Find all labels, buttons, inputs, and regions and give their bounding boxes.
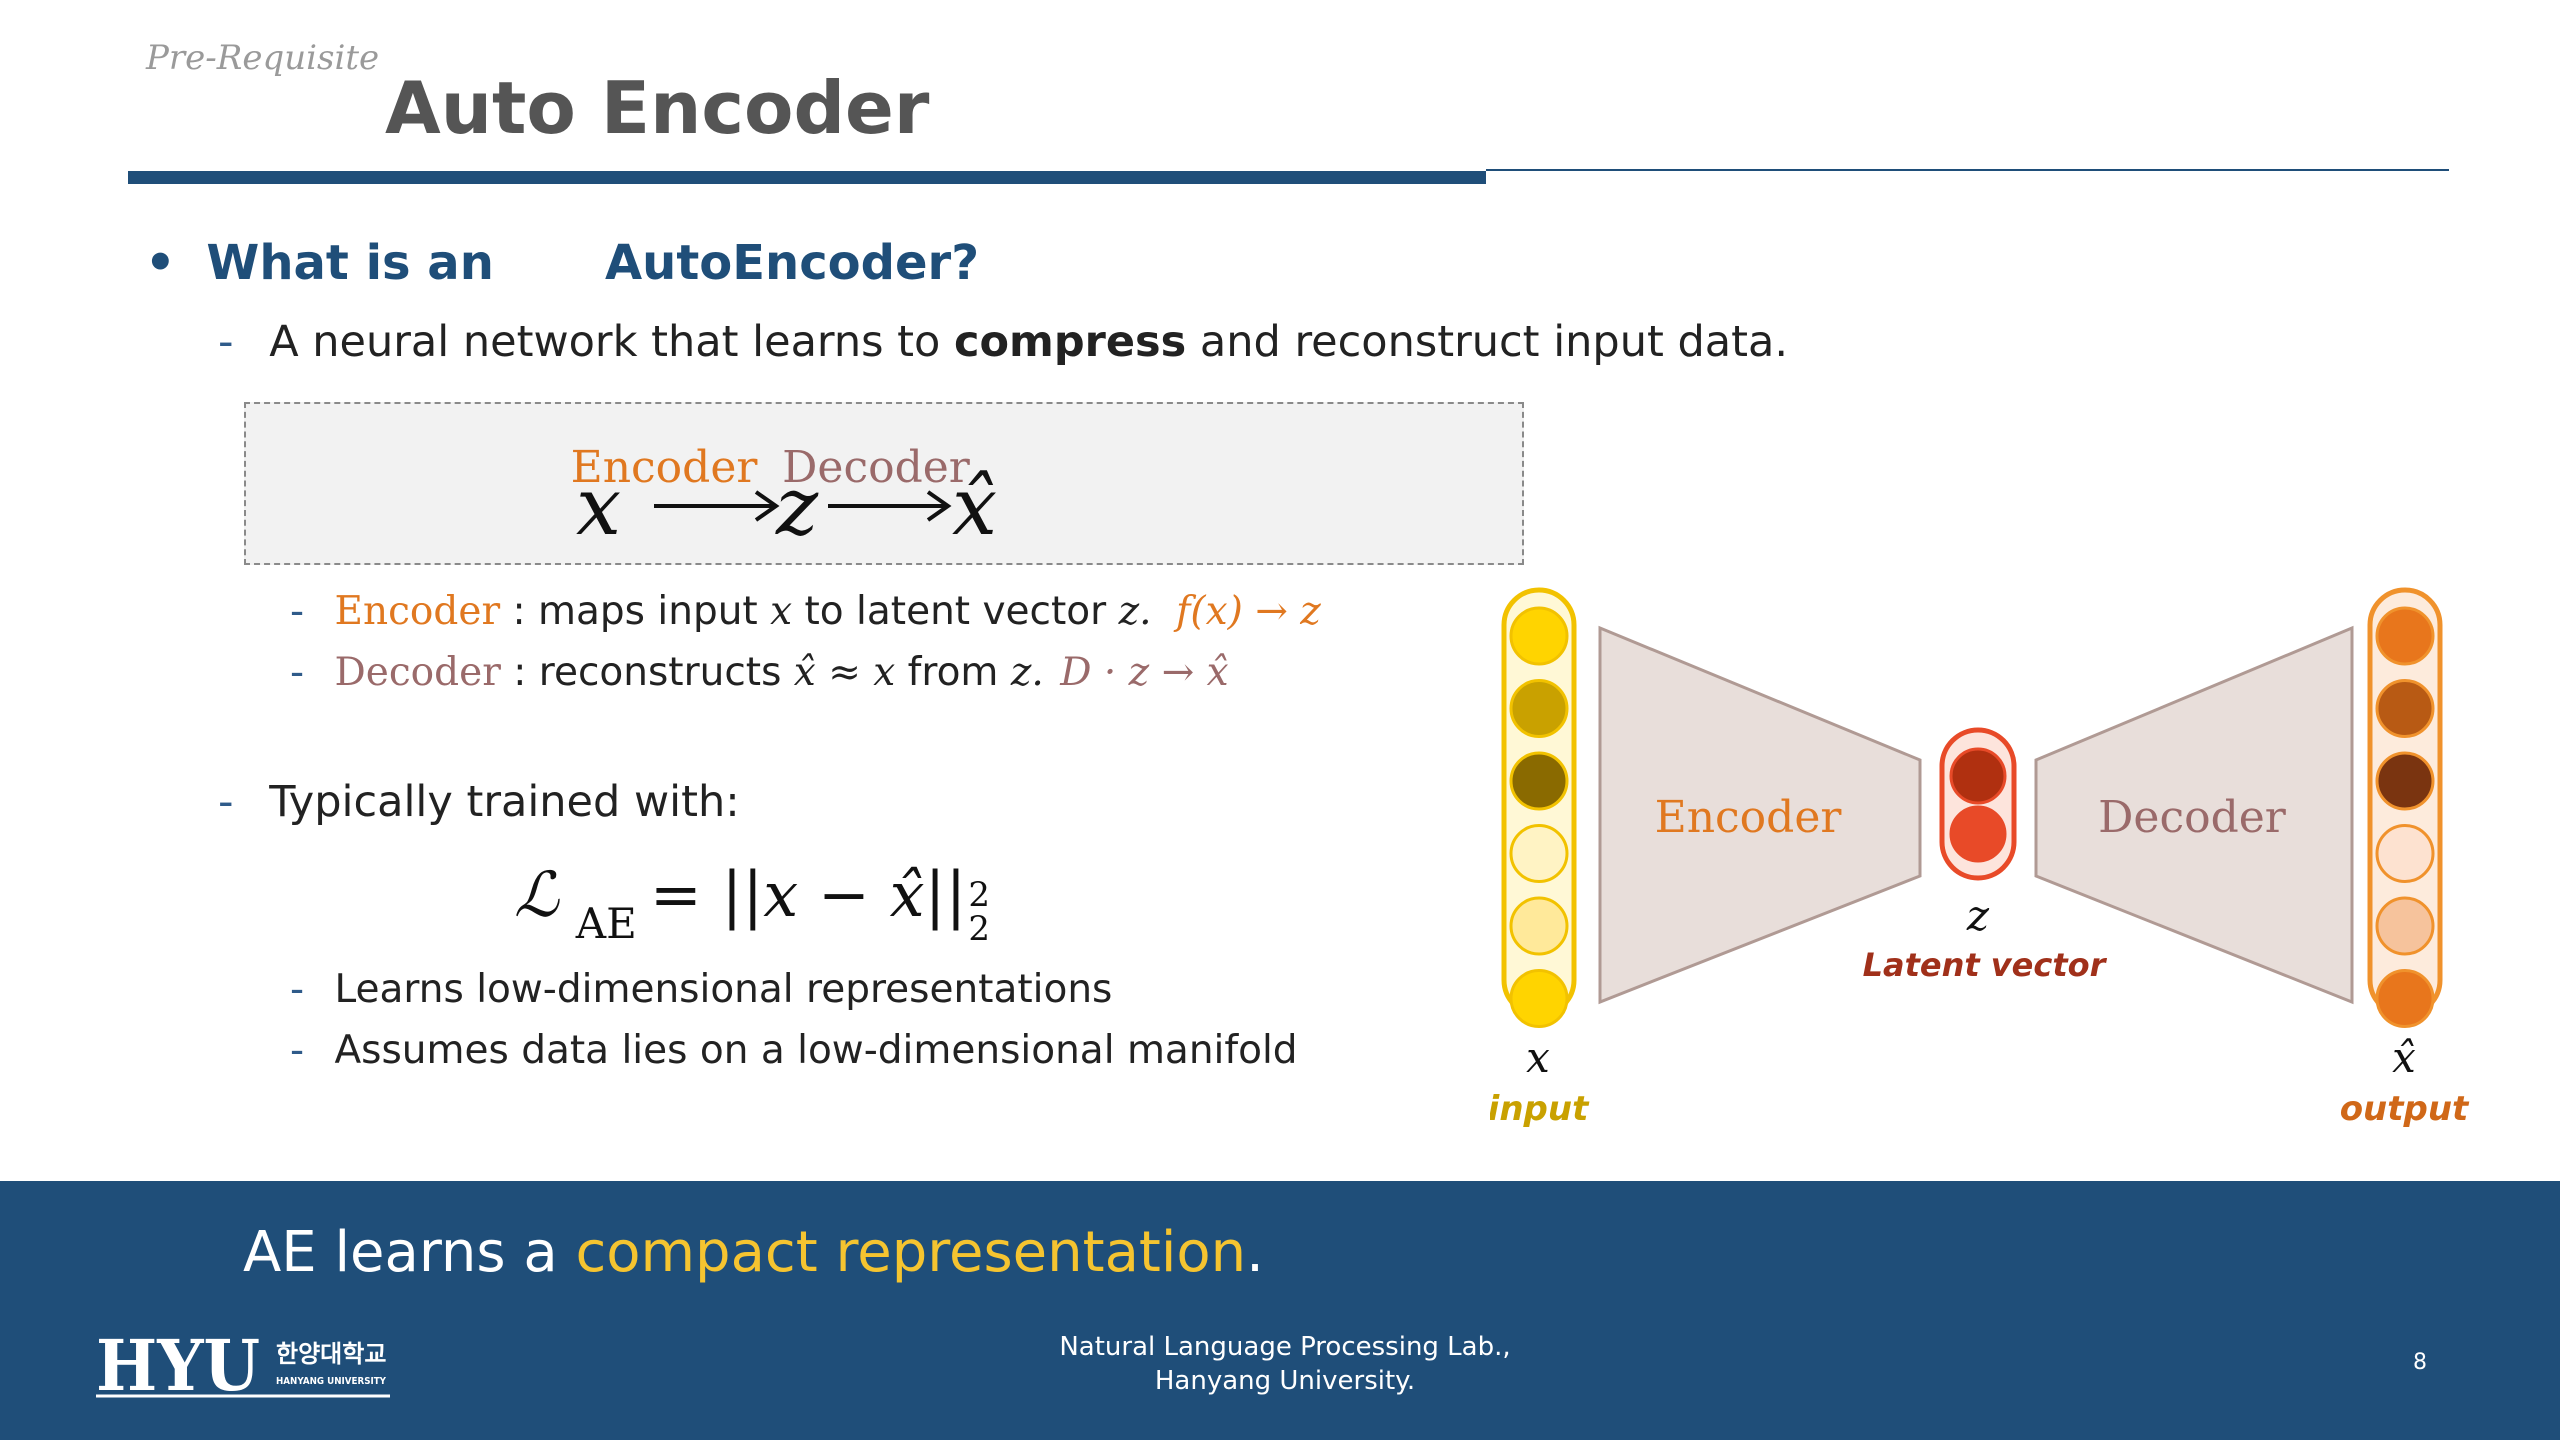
tagline-suffix: . [1246, 1220, 1264, 1285]
decoder-var-xhat: x̂ ≈ x [793, 650, 896, 695]
decoder-text: : reconstructs [500, 650, 794, 695]
tagline: AE learns a compact representation. [243, 1220, 1264, 1285]
hyu-logo: HYU 한양대학교 HANYANG UNIVERSITY [96, 1332, 390, 1398]
latent-node [1949, 805, 2007, 863]
lab-line2: Hanyang University. [1154, 1366, 1416, 1396]
input-var: x [1526, 1033, 1550, 1082]
input-nodes [1509, 606, 1569, 1028]
main-bullet: • What is an AutoEncoder? [145, 232, 979, 294]
equation-decoder-label: Decoder [782, 442, 971, 493]
encoder-term: Encoder [334, 589, 501, 634]
title-underline-thin [1486, 169, 2449, 171]
encoder-var-x: x [770, 589, 793, 634]
training-line: - Typically trained with: [218, 772, 740, 832]
property-text: Learns low-dimensional representations [334, 967, 1113, 1012]
section-label: Pre-Requisite [146, 38, 380, 78]
title-underline-thick [128, 171, 1486, 184]
decoder-arrow-head [926, 490, 952, 522]
latent-node [1949, 747, 2007, 805]
page-number: 8 [2413, 1350, 2427, 1375]
definition-bold: compress [954, 317, 1187, 367]
lab-line1: Natural Language Processing Lab., [1059, 1332, 1511, 1362]
training-text: Typically trained with: [269, 777, 740, 827]
output-node [2375, 751, 2435, 811]
output-node [2375, 606, 2435, 666]
input-node [1509, 969, 1569, 1028]
output-node [2375, 679, 2435, 738]
loss-symbol: ℒ [514, 858, 559, 931]
footer-bar [0, 1181, 2560, 1440]
encoder-var-z: z. [1118, 589, 1152, 634]
input-node [1509, 896, 1569, 956]
dash: - [218, 777, 234, 827]
decoder-term: Decoder [334, 650, 501, 695]
latent-nodes [1949, 747, 2007, 863]
latent-var: z [1966, 891, 1990, 940]
input-label: input [1490, 1089, 1590, 1129]
property-item: - Learns low-dimensional representations [290, 962, 1112, 1018]
loss-sup: 2 [968, 874, 990, 915]
dash: - [290, 589, 305, 634]
lab-name: Natural Language Processing Lab., Hanyan… [1040, 1330, 1530, 1398]
output-node [2375, 896, 2435, 956]
tagline-highlight: compact representation [575, 1220, 1247, 1285]
equation-z: z [775, 460, 819, 553]
logo-korean: 한양대학교 [276, 1340, 386, 1368]
loss-subscript: AE [575, 899, 637, 948]
encoder-formula: f(x) → z [1175, 589, 1321, 634]
encoder-diagram-label: Encoder [1655, 792, 1843, 843]
output-var: x̂ [2392, 1033, 2416, 1082]
input-node [1509, 606, 1569, 666]
dash: - [218, 317, 234, 367]
loss-body: = ||x − x̂|| [649, 858, 967, 931]
output-node [2375, 969, 2435, 1028]
output-node [2375, 824, 2435, 883]
decoder-var-z: z. [1010, 650, 1044, 695]
dash: - [290, 967, 305, 1012]
decoder-diagram-label: Decoder [2098, 792, 2287, 843]
bullet-marker: • [145, 235, 176, 291]
definition-text-after: and reconstruct input data. [1186, 317, 1788, 367]
decoder-description: - Decoder : reconstructs x̂ ≈ x from z. … [290, 645, 1229, 701]
equation-encoder-label: Encoder [571, 442, 759, 493]
property-item: - Assumes data lies on a low-dimensional… [290, 1023, 1298, 1079]
encoder-description: - Encoder : maps input x to latent vecto… [290, 584, 1321, 640]
slide-title: Auto Encoder [385, 66, 930, 150]
encoder-text2: to latent vector [792, 589, 1119, 634]
autoencoder-diagram: Encoder Decoder x input z Latent vector … [1490, 587, 2470, 1129]
latent-label: Latent vector [1863, 946, 2108, 984]
equation-xhat: x̂ [952, 460, 997, 553]
output-label: output [2340, 1089, 2470, 1129]
encoder-text: : maps input [500, 589, 771, 634]
dash: - [290, 650, 305, 695]
decoder-text2: from [895, 650, 1011, 695]
input-node [1509, 824, 1569, 883]
definition-line: - A neural network that learns to compre… [218, 312, 1788, 372]
decoder-trapezoid [2034, 625, 2354, 1005]
encoder-decoder-equation: x Encoder z Decoder x̂ [571, 442, 998, 553]
output-nodes [2375, 606, 2435, 1028]
equation-box: x Encoder z Decoder x̂ [244, 402, 1524, 565]
property-text: Assumes data lies on a low-dimensional m… [334, 1028, 1298, 1073]
logo-text: HYU [96, 1332, 260, 1398]
logo-english: HANYANG UNIVERSITY [276, 1376, 387, 1387]
encoder-trapezoid [1598, 625, 1922, 1005]
input-node [1509, 751, 1569, 811]
input-node [1509, 679, 1569, 738]
equation-x: x [576, 460, 621, 553]
heading-part2: AutoEncoder? [605, 235, 980, 291]
tagline-prefix: AE learns a [243, 1220, 576, 1285]
loss-sub2: 2 [968, 908, 990, 949]
definition-text-before: A neural network that learns to [269, 317, 955, 367]
encoder-arrow-head [754, 490, 780, 522]
dash: - [290, 1028, 305, 1073]
heading-part1: What is an [206, 235, 494, 291]
decoder-formula: D · z → x̂ [1060, 650, 1229, 695]
